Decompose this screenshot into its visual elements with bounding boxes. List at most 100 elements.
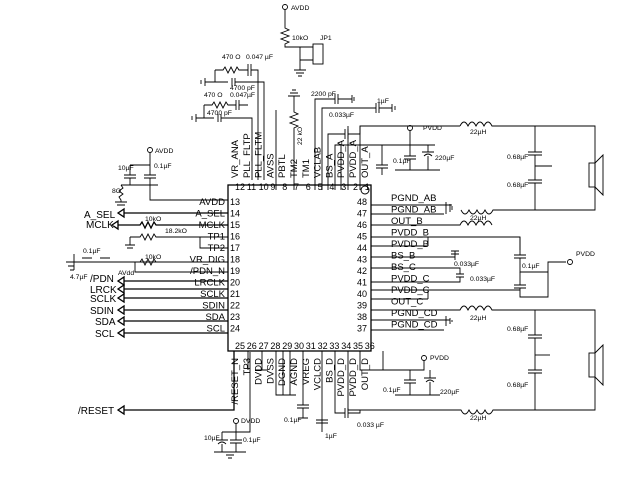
lrck-signal-label: LRCK <box>90 285 117 296</box>
ic-pin-label: BS_A <box>324 153 335 178</box>
ic-pin-number: 7 <box>294 182 299 192</box>
pvdd-d-decoupling: PVDD 0.1µF 220µF 22µH 0.033 µF 1µF 0.1µF <box>275 351 486 440</box>
pdn-signal-label: /PDN <box>90 274 114 285</box>
ic-pin-number: 26 <box>247 341 257 351</box>
ic-pin-number: 43 <box>357 255 367 265</box>
reset-signal-label: /RESET <box>78 406 114 417</box>
ic-pin-label: PVDD_B <box>391 228 429 239</box>
sda-signal-label: SDA <box>95 317 116 328</box>
ic-pin-number: 1 <box>365 182 370 192</box>
pin1-marker <box>360 185 370 195</box>
c-01-dvdd-label: 0.1µF <box>243 437 261 444</box>
speaker-bottom-icon <box>588 352 596 378</box>
ic-pin-number: 38 <box>357 312 367 322</box>
ic-pin-label: SDA <box>205 312 225 323</box>
c-0033-b-label: 0.033µF <box>454 261 479 268</box>
ic-pin-number: 35 <box>353 341 363 351</box>
ic-pin-number: 10 <box>259 182 269 192</box>
ic-pin-number: 19 <box>230 266 240 276</box>
ic-pin-number: 44 <box>357 243 367 253</box>
c-2200-label: 2200 pF <box>311 91 336 98</box>
c-220-top-label: 220µF <box>435 155 454 162</box>
c-1u-bot-label: 1µF <box>325 433 337 440</box>
pvdd-right-label: PVDD <box>576 251 595 258</box>
pll-filter: 470 O 0.047 µF 4700 pF 470 O 0.047µF 470… <box>191 54 273 180</box>
ic-pin-number: 45 <box>357 232 367 242</box>
ic-pin-label: TM2 <box>289 159 300 178</box>
ic-pin-number: 13 <box>230 197 240 207</box>
ic-pin-label: BS_B <box>391 251 415 262</box>
a-sel-signal-label: A_SEL <box>84 210 116 221</box>
ic-pin-label: BS_D <box>324 358 335 383</box>
l-top-label: 22µH <box>470 129 486 136</box>
ic-pin-number: 28 <box>270 341 280 351</box>
ic-pin-label: SCL <box>207 324 225 335</box>
pvdd-bottom-label: PVDD <box>430 355 449 362</box>
ic-pin-label: AGND <box>289 358 300 386</box>
ic-pin-label: VR_ANA <box>230 139 241 178</box>
ic-pin-number: 48 <box>357 197 367 207</box>
c-4700-a-label: 4700 pF <box>230 85 255 92</box>
ic-pin-label: DVDD <box>254 358 265 385</box>
ic-pin-number: 11 <box>247 182 256 192</box>
ic-pin-label: PBTL <box>277 154 288 178</box>
ic-pin-label: VCLAB <box>313 147 324 178</box>
jp1-label: JP1 <box>320 35 332 42</box>
ic-pin-number: 32 <box>318 341 328 351</box>
ic-pin-number: 22 <box>230 301 240 311</box>
ic-pin-number: 3 <box>341 182 346 192</box>
mclk-signal-label: MCLK <box>86 220 114 231</box>
speaker-top-icon <box>588 162 596 188</box>
ic-pin-label: PLL_FLTM <box>254 132 265 178</box>
tm-bias: 22 kO 2200 pF 1µF <box>288 89 396 190</box>
c-10u-dvdd-label: 10µF <box>204 435 220 442</box>
avdd-decoupling: AVDD 10µF 0.1µF 8O <box>112 147 228 206</box>
ic-pin-label: A_SEL <box>195 209 225 220</box>
ic-pin-number: 42 <box>357 266 367 276</box>
r-10k-jp-label: 10kO <box>292 35 308 42</box>
r-10k-pdn-label: 10kO <box>145 254 161 261</box>
jp1-section: AVDD 10kO JP1 <box>275 4 332 190</box>
ic-pin-number: 20 <box>230 278 240 288</box>
c-10u-avdd-label: 10µF <box>118 165 134 172</box>
ic-pin-number: 31 <box>306 341 316 351</box>
ic-pin-number: 47 <box>357 209 367 219</box>
ic-pin-label: TP3 <box>242 358 253 375</box>
avdd-left-label: AVDD <box>155 148 173 155</box>
ic-pin-number: 6 <box>306 182 311 192</box>
ic-pin-number: 5 <box>318 182 323 192</box>
ic-pin-label: PVDD_B <box>391 239 429 250</box>
ic-pin-label: PVDD_D <box>348 358 359 397</box>
c-0047-b-label: 0.047µF <box>230 92 255 99</box>
ic-pin-label: PVDD_A <box>348 139 359 178</box>
ic-pin-label: OUT_B <box>391 216 423 227</box>
c-220-bot-label: 220µF <box>440 389 459 396</box>
ic-pin-label: OUT_C <box>391 297 423 308</box>
ic-pin-number: 33 <box>329 341 339 351</box>
ic-pin-number: 34 <box>341 341 351 351</box>
ic-pin-number: 27 <box>259 341 269 351</box>
ic-pin-number: 16 <box>230 232 240 242</box>
ic-pin-label: SCLK <box>200 289 225 300</box>
ic-pin-label: OUT_A <box>360 146 371 178</box>
ic-pin-number: 40 <box>357 289 367 299</box>
c-01-b-label: 0.1µF <box>522 263 540 270</box>
r-470-b-label: 470 O <box>204 92 223 99</box>
ic-pin-label: OUT_D <box>360 358 371 390</box>
sdin-signal-label: SDIN <box>90 306 114 317</box>
c-068-b-label: 0.68µF <box>507 182 528 189</box>
ic-pin-label: BS_C <box>391 262 416 273</box>
ic-pin-number: 37 <box>357 324 367 334</box>
ic-pin-number: 29 <box>282 341 292 351</box>
ic-pin-label: VR_DIG <box>190 255 225 266</box>
ic-pin-number: 30 <box>294 341 304 351</box>
ic-pin-number: 14 <box>230 209 240 219</box>
jp1-jumper[interactable] <box>312 43 324 65</box>
ic-pin-label: PGND_AB <box>391 205 436 216</box>
c-068-d-label: 0.68µF <box>507 382 528 389</box>
ic-pin-number: 25 <box>235 341 245 351</box>
ic-pin-number: 8 <box>282 182 287 192</box>
ic-pin-label: PLL_FLTP <box>242 133 253 178</box>
